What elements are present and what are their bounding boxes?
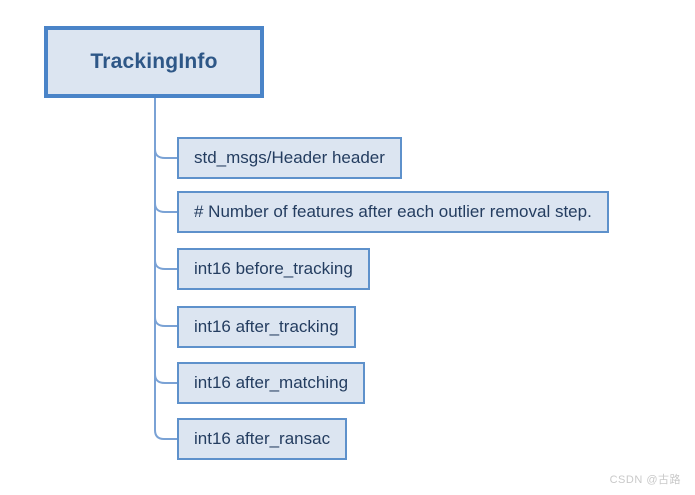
child-node-after-tracking: int16 after_tracking xyxy=(177,306,356,348)
child-node-header: std_msgs/Header header xyxy=(177,137,402,179)
child-node-after-ransac: int16 after_ransac xyxy=(177,418,348,460)
trunk-connector xyxy=(154,98,178,440)
root-node-label: TrackingInfo xyxy=(90,50,218,73)
child-node-after-matching: int16 after_matching xyxy=(177,362,366,404)
branch-connector xyxy=(154,202,178,213)
child-node-comment: # Number of features after each outlier … xyxy=(177,191,609,233)
branch-connector xyxy=(154,148,178,159)
watermark: CSDN @古路 xyxy=(609,474,681,486)
branch-connector xyxy=(154,373,178,384)
root-node-trackinginfo: TrackingInfo xyxy=(44,26,264,98)
branch-connector xyxy=(154,316,178,327)
branch-connector xyxy=(154,259,178,270)
child-node-before-tracking: int16 before_tracking xyxy=(177,248,370,290)
